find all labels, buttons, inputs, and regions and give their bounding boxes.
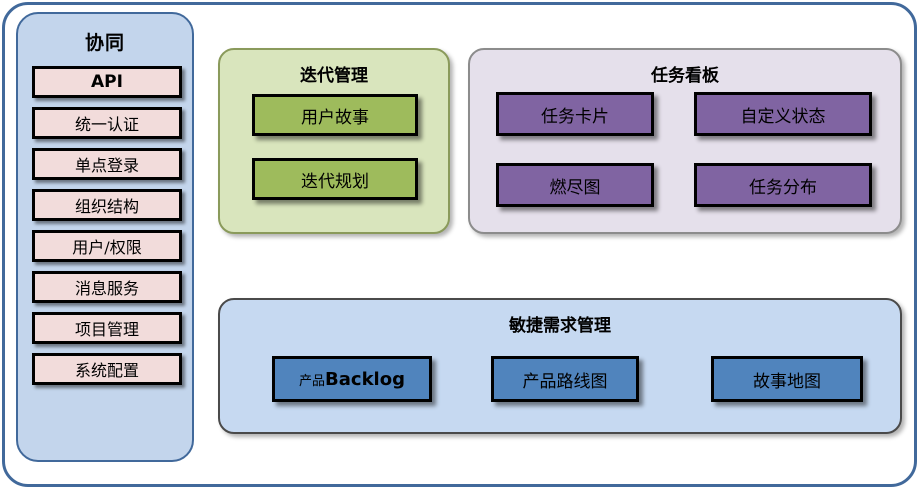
box-label: 任务分布 (749, 177, 817, 198)
sidebar-item-label: API (91, 72, 123, 92)
sidebar-item-org-structure[interactable]: 组织结构 (32, 189, 182, 221)
sidebar-title: 协同 (84, 32, 125, 54)
sidebar-item-label: 消息服务 (74, 279, 139, 298)
sidebar-item-project-management[interactable]: 项目管理 (32, 312, 182, 344)
sidebar-panel-collaboration: 协同 API 统一认证 单点登录 组织结构 用户/权限 消息服务 项目管理 (16, 12, 194, 462)
sidebar-item-label: 组织结构 (74, 197, 139, 216)
sidebar-item-single-sign-on[interactable]: 单点登录 (32, 148, 182, 180)
box-label-cjk: 产品 (299, 373, 326, 389)
sidebar-item-label: 统一认证 (74, 115, 139, 134)
box-label: 迭代规划 (301, 171, 369, 192)
sidebar-item-list: API 统一认证 单点登录 组织结构 用户/权限 消息服务 项目管理 系统配置 (32, 66, 182, 394)
group-title-iteration-management: 迭代管理 (300, 66, 368, 86)
box-custom-status[interactable]: 自定义状态 (694, 92, 872, 136)
box-label: 故事地图 (753, 371, 821, 392)
sidebar-item-api[interactable]: API (32, 66, 182, 98)
box-burndown-chart[interactable]: 燃尽图 (496, 163, 654, 207)
box-story-map[interactable]: 故事地图 (711, 356, 863, 402)
box-label: 任务卡片 (541, 106, 609, 127)
box-task-card[interactable]: 任务卡片 (496, 92, 654, 136)
sidebar-item-message-service[interactable]: 消息服务 (32, 271, 182, 303)
sidebar-item-label: 项目管理 (74, 320, 139, 339)
box-iteration-plan[interactable]: 迭代规划 (252, 158, 418, 200)
sidebar-item-system-config[interactable]: 系统配置 (32, 353, 182, 385)
box-task-distribution[interactable]: 任务分布 (694, 163, 872, 207)
box-product-roadmap[interactable]: 产品路线图 (491, 356, 639, 402)
group-iteration-management: 迭代管理 用户故事 迭代规划 (218, 48, 450, 234)
sidebar-item-label: 用户/权限 (72, 238, 142, 257)
box-label: 燃尽图 (549, 177, 601, 198)
sidebar-item-unified-auth[interactable]: 统一认证 (32, 107, 182, 139)
group-title-agile-requirement-management: 敏捷需求管理 (509, 316, 611, 336)
group-title-task-board: 任务看板 (651, 66, 719, 86)
box-label: 自定义状态 (740, 106, 826, 127)
group-task-board: 任务看板 任务卡片 自定义状态 燃尽图 任务分布 (468, 48, 902, 234)
sidebar-item-label: 系统配置 (74, 361, 139, 380)
box-user-story[interactable]: 用户故事 (252, 94, 418, 136)
sidebar-item-user-permission[interactable]: 用户/权限 (32, 230, 182, 262)
sidebar-item-label: 单点登录 (74, 156, 139, 175)
box-label: 用户故事 (301, 107, 369, 128)
box-label-latin: Backlog (325, 368, 405, 390)
box-label: 产品路线图 (522, 371, 608, 392)
